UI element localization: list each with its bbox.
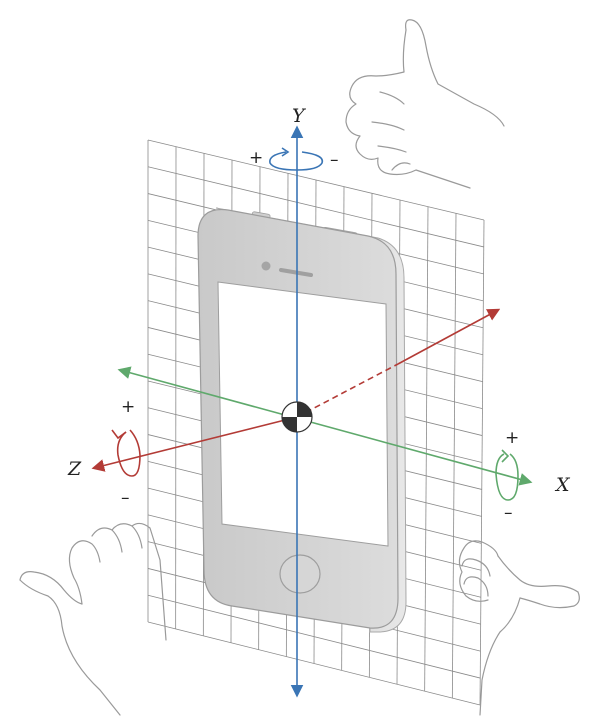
- z-axis-back: [397, 308, 501, 365]
- front-camera: [261, 261, 271, 271]
- z-minus-sign: –: [121, 488, 130, 508]
- x-axis-label: X: [554, 474, 571, 496]
- z-rotation-icon: [111, 429, 141, 477]
- home-button: [279, 554, 321, 594]
- grid-line-horizontal: [147, 139, 485, 221]
- right-hand-curl: [458, 540, 580, 716]
- left-hand-curl: [19, 522, 167, 716]
- thumbs-up-hand: [345, 19, 505, 189]
- center-of-mass-icon: [281, 401, 313, 433]
- grid-line-horizontal: [147, 621, 481, 706]
- z-axis-line: [91, 416, 298, 472]
- y-rotation-icon: [269, 147, 324, 171]
- y-minus-sign: –: [330, 150, 339, 170]
- y-plus-sign: +: [249, 148, 263, 168]
- y-axis-label: Y: [292, 105, 307, 127]
- grid-line-horizontal: [147, 594, 481, 679]
- grid-line-horizontal: [147, 166, 484, 248]
- z-plus-sign: +: [121, 397, 135, 417]
- x-plus-sign: +: [505, 428, 519, 448]
- x-minus-sign: –: [504, 503, 513, 523]
- z-axis-label: Z: [67, 458, 82, 480]
- x-rotation-icon: [495, 449, 519, 501]
- x-axis-line: [117, 366, 533, 486]
- z-axis-hidden: [296, 363, 399, 418]
